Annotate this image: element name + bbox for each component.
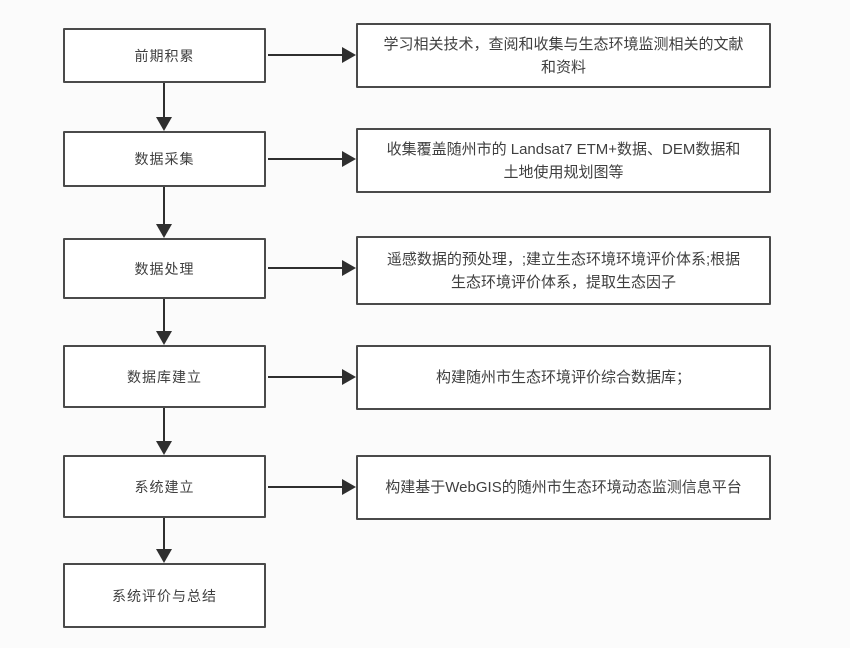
detail-box-data-processing: 遥感数据的预处理，;建立生态环境环境评价体系;根据 生态环境评价体系，提取生态因…	[356, 236, 771, 305]
stage-box-system-building: 系统建立	[63, 455, 266, 518]
right-arrowhead-icon	[342, 47, 356, 63]
arrow-shaft	[163, 518, 165, 550]
stage-box-database-building: 数据库建立	[63, 345, 266, 408]
arrow-shaft	[268, 376, 342, 378]
down-arrow-connector	[156, 518, 172, 563]
stage-label: 系统建立	[134, 478, 195, 495]
down-arrow-connector	[156, 83, 172, 131]
stage-label: 数据采集	[134, 151, 195, 167]
right-arrow-connector	[268, 260, 356, 276]
down-arrowhead-icon	[156, 549, 172, 563]
right-arrow-connector	[268, 479, 356, 495]
stage-label: 数据处理	[134, 260, 195, 277]
right-arrow-connector	[268, 47, 356, 63]
detail-box-system-building: 构建基于WebGIS的随州市生态环境动态监测信息平台	[356, 455, 771, 520]
right-arrowhead-icon	[342, 260, 356, 276]
right-arrowhead-icon	[342, 151, 356, 167]
detail-text: 学习相关技术，查阅和收集与生态环境监测相关的文献 和资料	[383, 35, 744, 76]
detail-text: 收集覆盖随州市的 Landsat7 ETM+数据、DEM数据和 土地使用规划图等	[386, 140, 741, 181]
right-arrowhead-icon	[342, 369, 356, 385]
stage-label: 数据库建立	[127, 368, 202, 385]
arrow-shaft	[163, 187, 165, 225]
stage-box-preliminary-accumulation: 前期积累	[63, 28, 266, 83]
arrow-shaft	[163, 299, 165, 332]
down-arrow-connector	[156, 299, 172, 345]
arrow-shaft	[268, 486, 342, 488]
down-arrowhead-icon	[156, 224, 172, 238]
detail-text: 构建随州市生态环境评价综合数据库；	[435, 369, 691, 386]
arrow-shaft	[163, 83, 165, 118]
detail-box-preliminary-accumulation: 学习相关技术，查阅和收集与生态环境监测相关的文献 和资料	[356, 23, 771, 88]
right-arrowhead-icon	[342, 479, 356, 495]
stage-label: 前期积累	[134, 47, 195, 64]
stage-box-system-evaluation: 系统评价与总结	[63, 563, 266, 628]
down-arrowhead-icon	[156, 441, 172, 455]
detail-box-data-collection: 收集覆盖随州市的 Landsat7 ETM+数据、DEM数据和 土地使用规划图等	[356, 128, 771, 193]
down-arrowhead-icon	[156, 117, 172, 131]
detail-text: 遥感数据的预处理，;建立生态环境环境评价体系;根据 生态环境评价体系，提取生态因…	[386, 250, 741, 291]
arrow-shaft	[268, 158, 342, 160]
stage-label: 系统评价与总结	[112, 587, 217, 604]
arrow-shaft	[163, 408, 165, 442]
arrow-shaft	[268, 54, 342, 56]
detail-text: 构建基于WebGIS的随州市生态环境动态监测信息平台	[385, 479, 742, 496]
detail-box-database-building: 构建随州市生态环境评价综合数据库；	[356, 345, 771, 410]
right-arrow-connector	[268, 151, 356, 167]
arrow-shaft	[268, 267, 342, 269]
down-arrow-connector	[156, 408, 172, 455]
down-arrowhead-icon	[156, 331, 172, 345]
right-arrow-connector	[268, 369, 356, 385]
stage-box-data-processing: 数据处理	[63, 238, 266, 299]
down-arrow-connector	[156, 187, 172, 238]
stage-box-data-collection: 数据采集	[63, 131, 266, 187]
